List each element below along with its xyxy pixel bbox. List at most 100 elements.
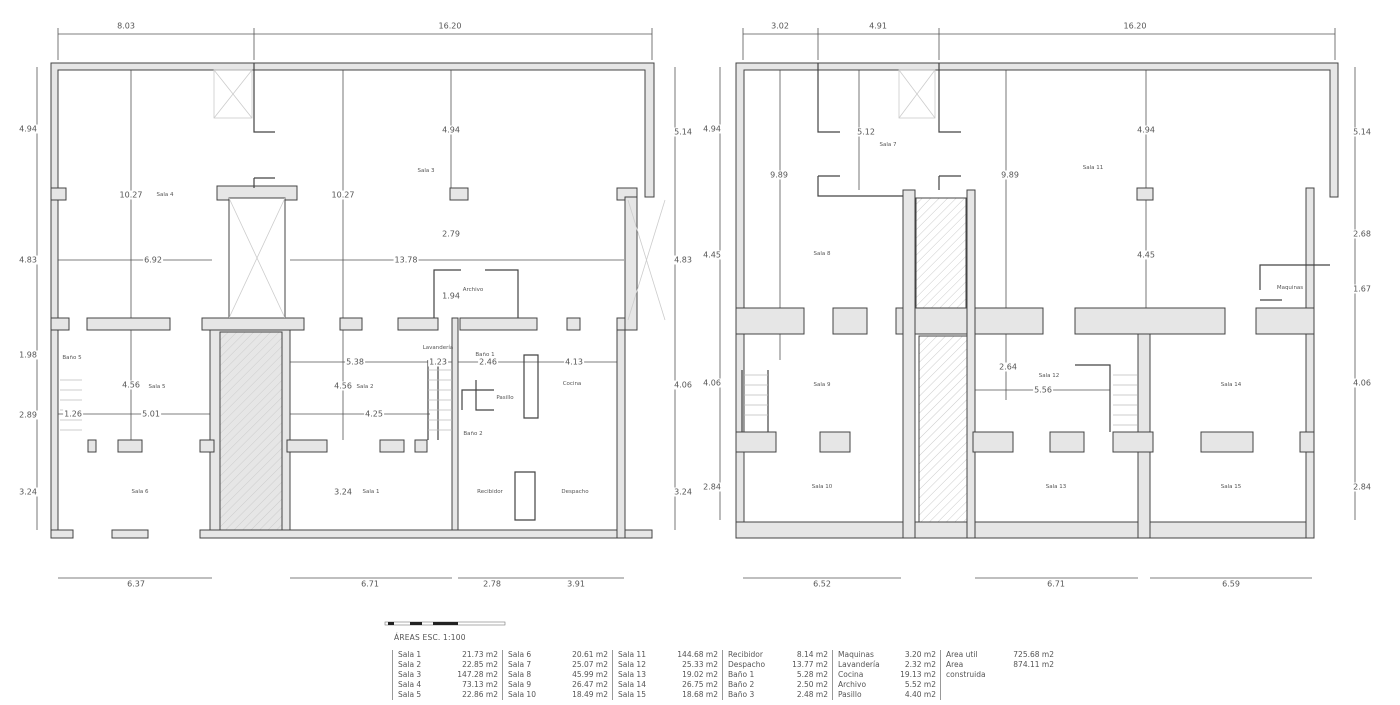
room-label: Sala 8 (813, 251, 831, 257)
dim-inner: 6.92 (143, 255, 163, 265)
dim-inner: 3.24 (333, 487, 353, 497)
area-name: Sala 15 (618, 690, 646, 699)
area-name: Sala 14 (618, 680, 646, 689)
dim-inner: 4.94 (441, 125, 461, 135)
area-value: 2.50 m2 (796, 680, 828, 689)
dim-left: 4.45 (702, 250, 722, 260)
dim-left: 2.89 (18, 410, 38, 420)
area-value: 19.13 m2 (900, 670, 936, 679)
room-label: Sala 5 (148, 384, 166, 390)
dim-inner: 4.56 (333, 381, 353, 391)
dim-inner: 4.94 (1136, 125, 1156, 135)
dim-inner: 5.38 (345, 357, 365, 367)
dim-bottom: 6.71 (360, 579, 380, 589)
dim-inner: 4.56 (121, 380, 141, 390)
dim-inner: 10.27 (330, 190, 356, 200)
area-value: 22.85 m2 (462, 660, 498, 669)
dim-right: 1.67 (1352, 284, 1372, 294)
dim-right: 3.24 (673, 487, 693, 497)
dim-right: 2.84 (1352, 482, 1372, 492)
dim-top: 8.03 (116, 21, 136, 31)
area-name: Sala 4 (398, 680, 422, 689)
area-value: 144.68 m2 (677, 650, 718, 659)
area-name: Baño 3 (728, 690, 755, 699)
dim-left: 4.94 (18, 124, 38, 134)
room-label: Baño 2 (463, 431, 483, 437)
area-name: Sala 1 (398, 650, 422, 659)
area-value: 25.33 m2 (682, 660, 718, 669)
dim-inner: 9.89 (769, 170, 789, 180)
dim-inner: 4.45 (1136, 250, 1156, 260)
room-label: Sala 3 (417, 168, 435, 174)
area-value: 19.02 m2 (682, 670, 718, 679)
area-name: Cocina (838, 670, 864, 679)
area-name: Recibidor (728, 650, 763, 659)
room-label: Despacho (561, 489, 589, 495)
area-value: 874.11 m2 (1013, 660, 1054, 669)
room-label: Pasillo (496, 395, 514, 401)
dim-inner: 2.79 (441, 229, 461, 239)
area-value: 5.52 m2 (904, 680, 936, 689)
room-label: Sala 15 (1220, 484, 1242, 490)
area-name: Baño 1 (728, 670, 755, 679)
dim-left: 4.83 (18, 255, 38, 265)
area-name: Despacho (728, 660, 766, 669)
dim-inner: 1.23 (428, 357, 448, 367)
dim-inner: 13.78 (393, 255, 419, 265)
dim-right: 4.83 (673, 255, 693, 265)
dim-left: 4.94 (702, 124, 722, 134)
area-value: 18.68 m2 (682, 690, 718, 699)
dim-inner: 4.13 (564, 357, 584, 367)
dim-inner: 5.56 (1033, 385, 1053, 395)
dim-bottom: 6.52 (812, 579, 832, 589)
area-name: Sala 9 (508, 680, 532, 689)
dim-left: 3.24 (18, 487, 38, 497)
room-label: Sala 9 (813, 382, 831, 388)
area-value: 8.14 m2 (796, 650, 828, 659)
dim-bottom: 6.71 (1046, 579, 1066, 589)
dim-inner: 10.27 (118, 190, 144, 200)
area-name: Sala 3 (398, 670, 422, 679)
room-label: Archivo (462, 287, 484, 293)
room-label: Sala 10 (811, 484, 833, 490)
scale-bar (384, 621, 506, 626)
area-value: 3.20 m2 (904, 650, 936, 659)
area-name: Sala 7 (508, 660, 532, 669)
area-name: Area construida (946, 660, 986, 679)
area-name: Sala 5 (398, 690, 422, 699)
dim-inner: 1.26 (63, 409, 83, 419)
area-value: 26.75 m2 (682, 680, 718, 689)
area-name: Maquinas (838, 650, 874, 659)
area-name: Sala 8 (508, 670, 532, 679)
dim-top: 3.02 (770, 21, 790, 31)
area-value: 22.86 m2 (462, 690, 498, 699)
area-name: Sala 12 (618, 660, 646, 669)
room-label: Recibidor (477, 489, 503, 495)
dim-left: 4.06 (702, 378, 722, 388)
area-name: Sala 2 (398, 660, 422, 669)
area-name: Sala 6 (508, 650, 532, 659)
dim-right: 2.68 (1352, 229, 1372, 239)
room-label: Lavandería (422, 345, 454, 351)
dim-top: 4.91 (868, 21, 888, 31)
dim-inner: 4.25 (364, 409, 384, 419)
dim-inner: 1.94 (441, 291, 461, 301)
dim-right: 5.14 (673, 127, 693, 137)
area-name: Sala 11 (618, 650, 646, 659)
dim-right: 4.06 (1352, 378, 1372, 388)
area-value: 73.13 m2 (462, 680, 498, 689)
room-label: Baño 1 (475, 352, 495, 358)
dim-right: 5.14 (1352, 127, 1372, 137)
room-label: Sala 1 (362, 489, 380, 495)
area-value: 18.49 m2 (572, 690, 608, 699)
area-value: 20.61 m2 (572, 650, 608, 659)
legend-title: ÁREAS ESC. 1:100 (394, 633, 466, 642)
area-value: 21.73 m2 (462, 650, 498, 659)
dim-inner: 5.12 (856, 127, 876, 137)
dim-bottom: 6.37 (126, 579, 146, 589)
area-value: 13.77 m2 (792, 660, 828, 669)
